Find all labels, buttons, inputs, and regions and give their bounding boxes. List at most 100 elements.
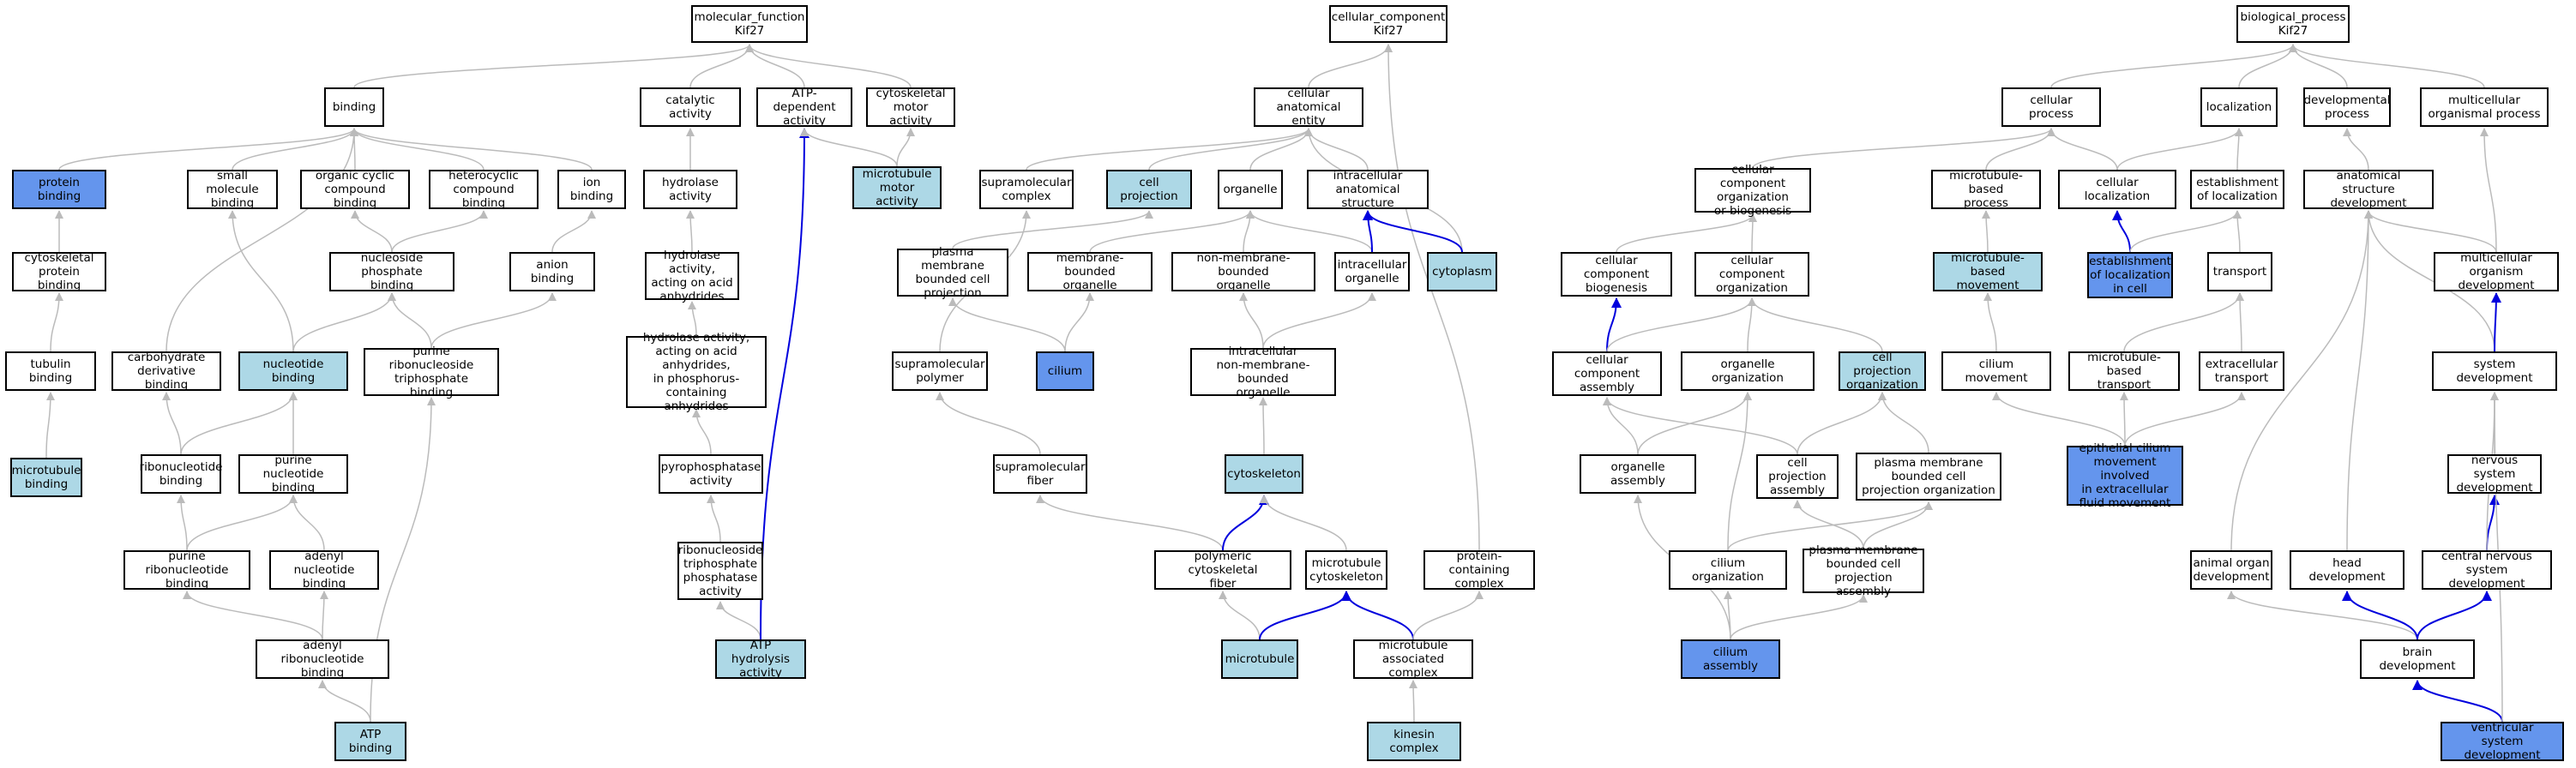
node-localization[interactable]: localization — [2200, 87, 2278, 127]
node-kinesin-complex[interactable]: kinesin complex — [1367, 722, 1461, 761]
edge-brain-development-to-head-development — [2342, 591, 2418, 640]
node-developmental-process[interactable]: developmental process — [2303, 87, 2391, 127]
node-cell-projection-assembly[interactable]: cell projection assembly — [1756, 454, 1839, 499]
node-plasma-membrane-bounded-cell-projection[interactable]: plasma membrane bounded cell projection — [897, 245, 1008, 300]
node-microtubule-associated-complex[interactable]: microtubule associated complex — [1353, 639, 1473, 680]
node-protein-binding[interactable]: protein binding — [12, 170, 106, 209]
node-ventricular-system-development[interactable]: ventricular system development — [2441, 721, 2564, 762]
node-purine-nucleotide-binding[interactable]: purine nucleotide binding — [238, 453, 348, 495]
node-nucleoside-phosphate-binding[interactable]: nucleoside phosphate binding — [329, 251, 454, 292]
node-transport[interactable]: transport — [2207, 252, 2272, 291]
edge-heterocyclic-binding-to-binding — [350, 128, 485, 171]
node-adenyl-nucleotide-binding[interactable]: adenyl nucleotide binding — [269, 549, 379, 591]
node-tubulin-binding[interactable]: tubulin binding — [5, 351, 96, 391]
node-multicellular-organismal-process[interactable]: multicellular organismal process — [2420, 87, 2549, 127]
node-system-development[interactable]: system development — [2432, 351, 2557, 391]
node-microtubule-motor-activity[interactable]: microtubule motor activity — [852, 166, 942, 209]
node-supramolecular-fiber[interactable]: supramolecular fiber — [993, 454, 1087, 494]
edge-small-molecule-binding-to-binding — [232, 128, 358, 171]
node-cellular-process[interactable]: cellular process — [2001, 87, 2101, 127]
node-heterocyclic-binding[interactable]: heterocyclic compound binding — [429, 169, 539, 210]
node-nervous-system-development[interactable]: nervous system development — [2447, 453, 2542, 495]
node-organelle-organization[interactable]: organelle organization — [1681, 351, 1815, 391]
node-atp-binding[interactable]: ATP binding — [334, 722, 406, 761]
node-anion-binding[interactable]: anion binding — [509, 252, 595, 291]
node-atp-hydrolysis-activity[interactable]: ATP hydrolysis activity — [715, 639, 806, 680]
node-ion-binding[interactable]: ion binding — [557, 170, 626, 209]
node-adenyl-ribonucleotide-binding[interactable]: adenyl ribonucleotide binding — [256, 639, 389, 680]
node-anatomical-structure-development[interactable]: anatomical structure development — [2303, 169, 2434, 210]
node-cc-organization[interactable]: cellular component organization — [1694, 252, 1809, 297]
edge-protein-binding-to-binding — [58, 128, 358, 171]
node-intracellular-organelle[interactable]: intracellular organelle — [1334, 252, 1410, 291]
node-cilium-assembly[interactable]: cilium assembly — [1681, 639, 1780, 679]
node-establishment-of-localization[interactable]: establishment of localization — [2190, 170, 2284, 209]
node-cell-projection[interactable]: cell projection — [1106, 170, 1192, 209]
node-intracellular-anatomical-structure[interactable]: intracellular anatomical structure — [1307, 169, 1429, 210]
node-catalytic-activity[interactable]: catalytic activity — [640, 87, 741, 127]
node-cellular-anatomical-entity[interactable]: cellular anatomical entity — [1254, 87, 1363, 128]
node-ribonucleotide-binding[interactable]: ribonucleotide binding — [140, 454, 222, 494]
node-polymeric-cytoskeletal-fiber[interactable]: polymeric cytoskeletal fiber — [1154, 549, 1291, 591]
node-carbohydrate-derivative-binding[interactable]: carbohydrate derivative binding — [111, 351, 221, 392]
node-establishment-of-localization-in-cell[interactable]: establishment of localization in cell — [2087, 252, 2173, 298]
node-cell-projection-organization[interactable]: cell projection organization — [1839, 351, 1926, 392]
node-non-membrane-bounded-organelle[interactable]: non-membrane-bounded organelle — [1171, 251, 1315, 292]
node-cellular-localization[interactable]: cellular localization — [2058, 170, 2176, 209]
node-purine-ribonucleoside-triphosphate-binding[interactable]: purine ribonucleoside triphosphate bindi… — [364, 345, 499, 399]
node-microtubule-based-process[interactable]: microtubule-based process — [1931, 169, 2041, 210]
node-mf-root[interactable]: molecular_function Kif27 — [691, 5, 808, 43]
node-cc-biogenesis[interactable]: cellular component biogenesis — [1561, 252, 1672, 297]
node-microtubule-binding[interactable]: microtubule binding — [10, 458, 82, 497]
node-cytoskeleton[interactable]: cytoskeleton — [1225, 454, 1303, 494]
node-cns-development[interactable]: central nervous system development — [2422, 549, 2552, 591]
node-protein-containing-complex[interactable]: protein-containing complex — [1423, 549, 1535, 591]
node-multicellular-organism-development[interactable]: multicellular organism development — [2434, 251, 2559, 292]
node-cilium-organization[interactable]: cilium organization — [1669, 550, 1787, 590]
node-intracellular-non-membrane-bounded-organelle[interactable]: intracellular non-membrane-bounded organ… — [1190, 345, 1336, 399]
node-hydrolase-phosphorus-anhydrides[interactable]: hydrolase activity, acting on acid anhyd… — [626, 331, 767, 413]
node-supramolecular-complex[interactable]: supramolecular complex — [979, 170, 1074, 209]
node-extracellular-transport[interactable]: extracellular transport — [2199, 351, 2284, 391]
node-cc-organization-or-biogenesis[interactable]: cellular component organization or bioge… — [1694, 163, 1811, 218]
node-brain-development[interactable]: brain development — [2360, 639, 2475, 679]
node-cytoskeletal-motor-activity[interactable]: cytoskeletal motor activity — [866, 87, 955, 128]
node-membrane-bounded-organelle[interactable]: membrane-bounded organelle — [1027, 251, 1153, 292]
node-epithelial-cilium-movement[interactable]: epithelial cilium movement involved in e… — [2067, 441, 2183, 510]
edge-atp-dependent-activity-to-mf-root — [745, 44, 805, 88]
node-microtubule-based-transport[interactable]: microtubule-based transport — [2068, 351, 2180, 392]
node-organic-cyclic-binding[interactable]: organic cyclic compound binding — [300, 169, 410, 210]
node-cytoskeletal-protein-binding[interactable]: cytoskeletal protein binding — [12, 251, 106, 292]
node-small-molecule-binding[interactable]: small molecule binding — [187, 169, 278, 210]
edge-cytoplasm-to-intracellular-anatomical-structure — [1363, 210, 1463, 253]
node-pm-bounded-cell-projection-assembly[interactable]: plasma membrane bounded cell projection … — [1803, 543, 1924, 598]
node-organelle[interactable]: organelle — [1218, 170, 1283, 209]
node-microtubule-based-movement[interactable]: microtubule-based movement — [1933, 251, 2043, 292]
node-pm-bounded-cell-projection-organization[interactable]: plasma membrane bounded cell projection … — [1856, 453, 2001, 501]
edge-kinesin-complex-to-microtubule-associated-complex — [1409, 680, 1418, 723]
edge-epithelial-cilium-movement-to-microtubule-based-transport — [2120, 392, 2129, 447]
node-cilium-movement[interactable]: cilium movement — [1941, 351, 2051, 391]
edge-cell-projection-assembly-to-cc-assembly — [1603, 397, 1798, 455]
node-organelle-assembly[interactable]: organelle assembly — [1580, 454, 1696, 494]
node-ribonucleoside-triphosphate-phosphatase-activity[interactable]: ribonucleoside triphosphate phosphatase … — [677, 542, 763, 600]
node-binding[interactable]: binding — [324, 87, 384, 127]
node-cytoplasm[interactable]: cytoplasm — [1427, 252, 1497, 291]
node-hydrolase-acid-anhydrides[interactable]: hydrolase activity, acting on acid anhyd… — [645, 249, 739, 303]
node-microtubule-cytoskeleton[interactable]: microtubule cytoskeleton — [1305, 550, 1387, 590]
node-hydrolase-activity[interactable]: hydrolase activity — [643, 170, 737, 209]
node-head-development[interactable]: head development — [2290, 550, 2404, 590]
node-nucleotide-binding[interactable]: nucleotide binding — [238, 351, 348, 391]
node-supramolecular-polymer[interactable]: supramolecular polymer — [892, 351, 988, 391]
node-animal-organ-development[interactable]: animal organ development — [2190, 550, 2272, 590]
edge-intracellular-anatomical-structure-to-cellular-anatomical-entity — [1304, 128, 1369, 171]
node-bp-root[interactable]: biological_process Kif27 — [2236, 5, 2350, 43]
node-cc-assembly[interactable]: cellular component assembly — [1552, 351, 1662, 396]
node-atp-dependent-activity[interactable]: ATP-dependent activity — [756, 87, 852, 128]
node-cc-root[interactable]: cellular_component Kif27 — [1329, 5, 1447, 43]
node-pyrophosphatase-activity[interactable]: pyrophosphatase activity — [659, 454, 763, 494]
node-cilium[interactable]: cilium — [1036, 351, 1094, 391]
node-microtubule[interactable]: microtubule — [1221, 639, 1298, 679]
edge-cellular-localization-to-localization — [2116, 128, 2243, 171]
node-purine-ribonucleotide-binding[interactable]: purine ribonucleotide binding — [123, 549, 250, 591]
